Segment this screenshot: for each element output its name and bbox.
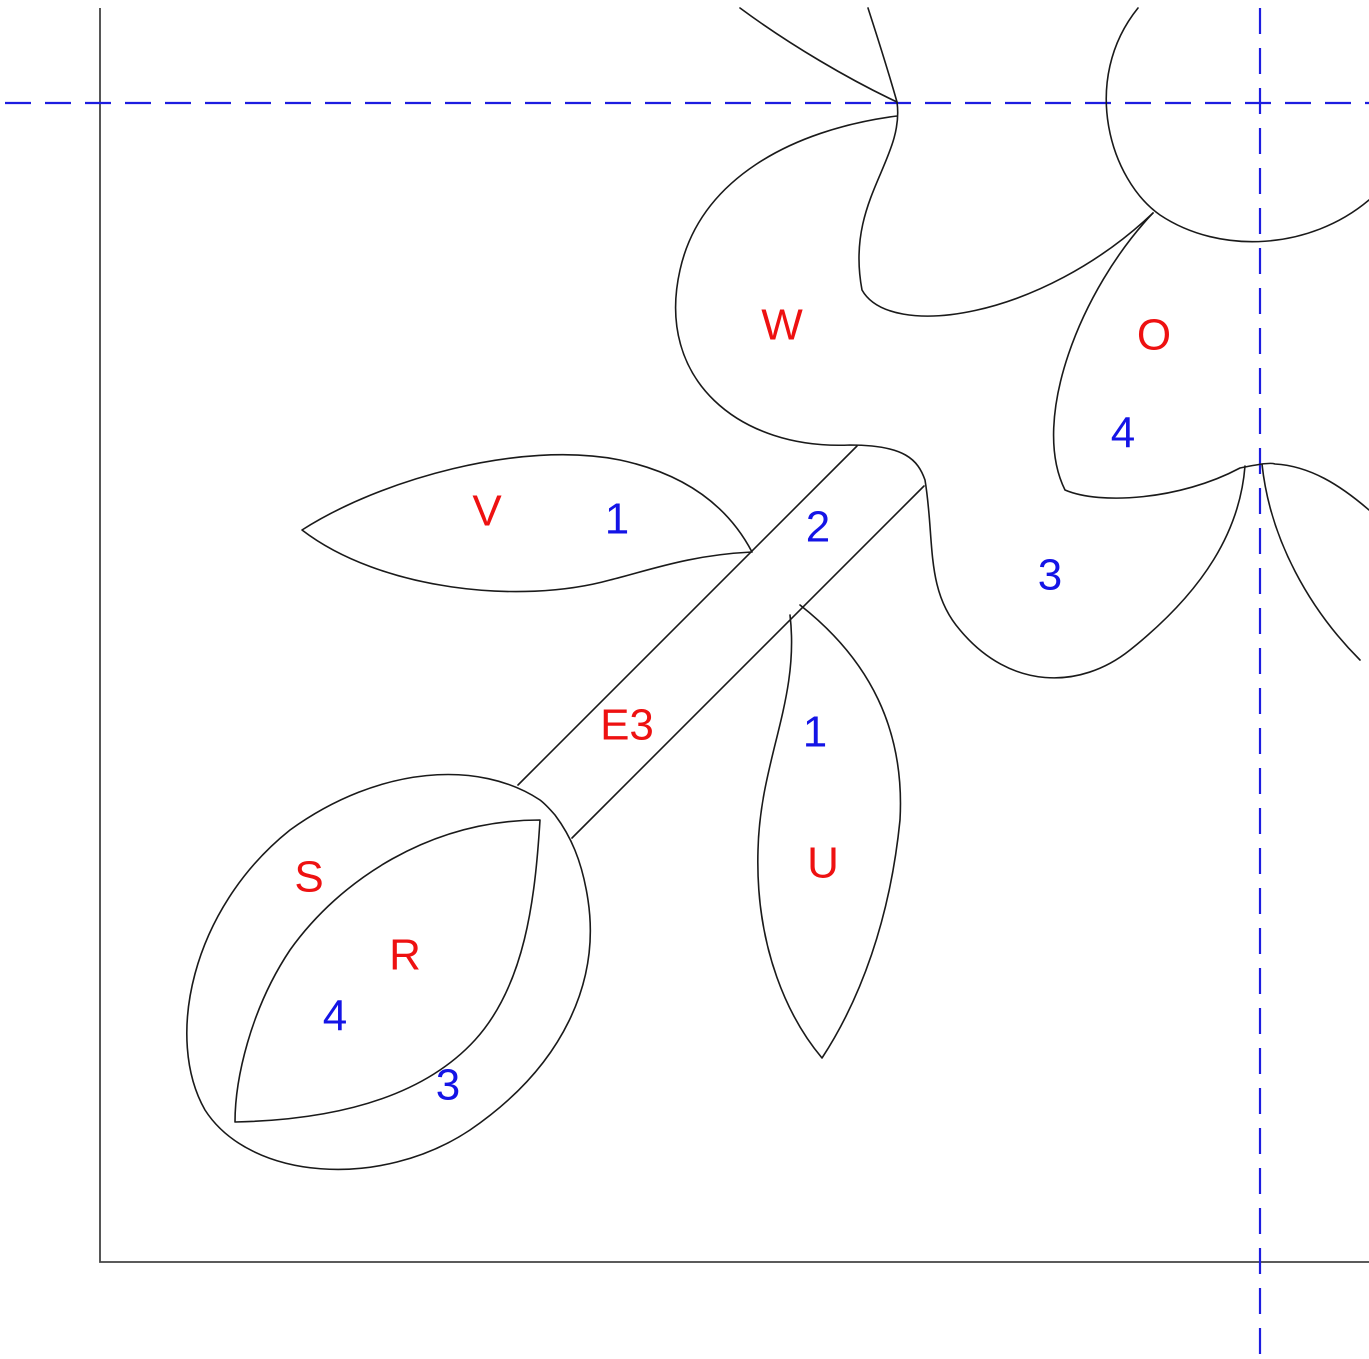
piece-label-o: O <box>1137 311 1171 360</box>
piece-label-v: V <box>472 487 502 536</box>
top-petal-outline <box>739 7 898 103</box>
block-frame <box>99 8 1369 1263</box>
order-number-u-leaf: 1 <box>803 708 827 757</box>
stem-e3-outline <box>517 445 925 839</box>
petal-o-outline <box>1052 212 1369 511</box>
piece-label-u: U <box>807 839 839 888</box>
order-number-s-bud: 3 <box>436 1061 460 1110</box>
leaf-r-outline <box>234 819 541 1123</box>
piece-label-e3: E3 <box>600 701 654 750</box>
order-number-w-flower: 3 <box>1038 551 1062 600</box>
leaf-u-outline <box>757 604 902 1059</box>
bud-s-outline <box>186 773 592 1171</box>
piece-label-w: W <box>761 301 803 350</box>
right-petal-outline <box>1261 463 1361 661</box>
order-number-r-leaf: 4 <box>323 992 347 1041</box>
order-number-v-leaf: 1 <box>605 495 629 544</box>
leaf-v-outline <box>301 454 753 593</box>
piece-label-r: R <box>389 931 421 980</box>
order-number-o-petal: 4 <box>1111 409 1135 458</box>
flower-w-outline <box>674 101 1246 679</box>
order-number-stem: 2 <box>806 503 830 552</box>
piece-label-s: S <box>294 853 323 902</box>
flower-center-outline <box>1105 7 1369 243</box>
